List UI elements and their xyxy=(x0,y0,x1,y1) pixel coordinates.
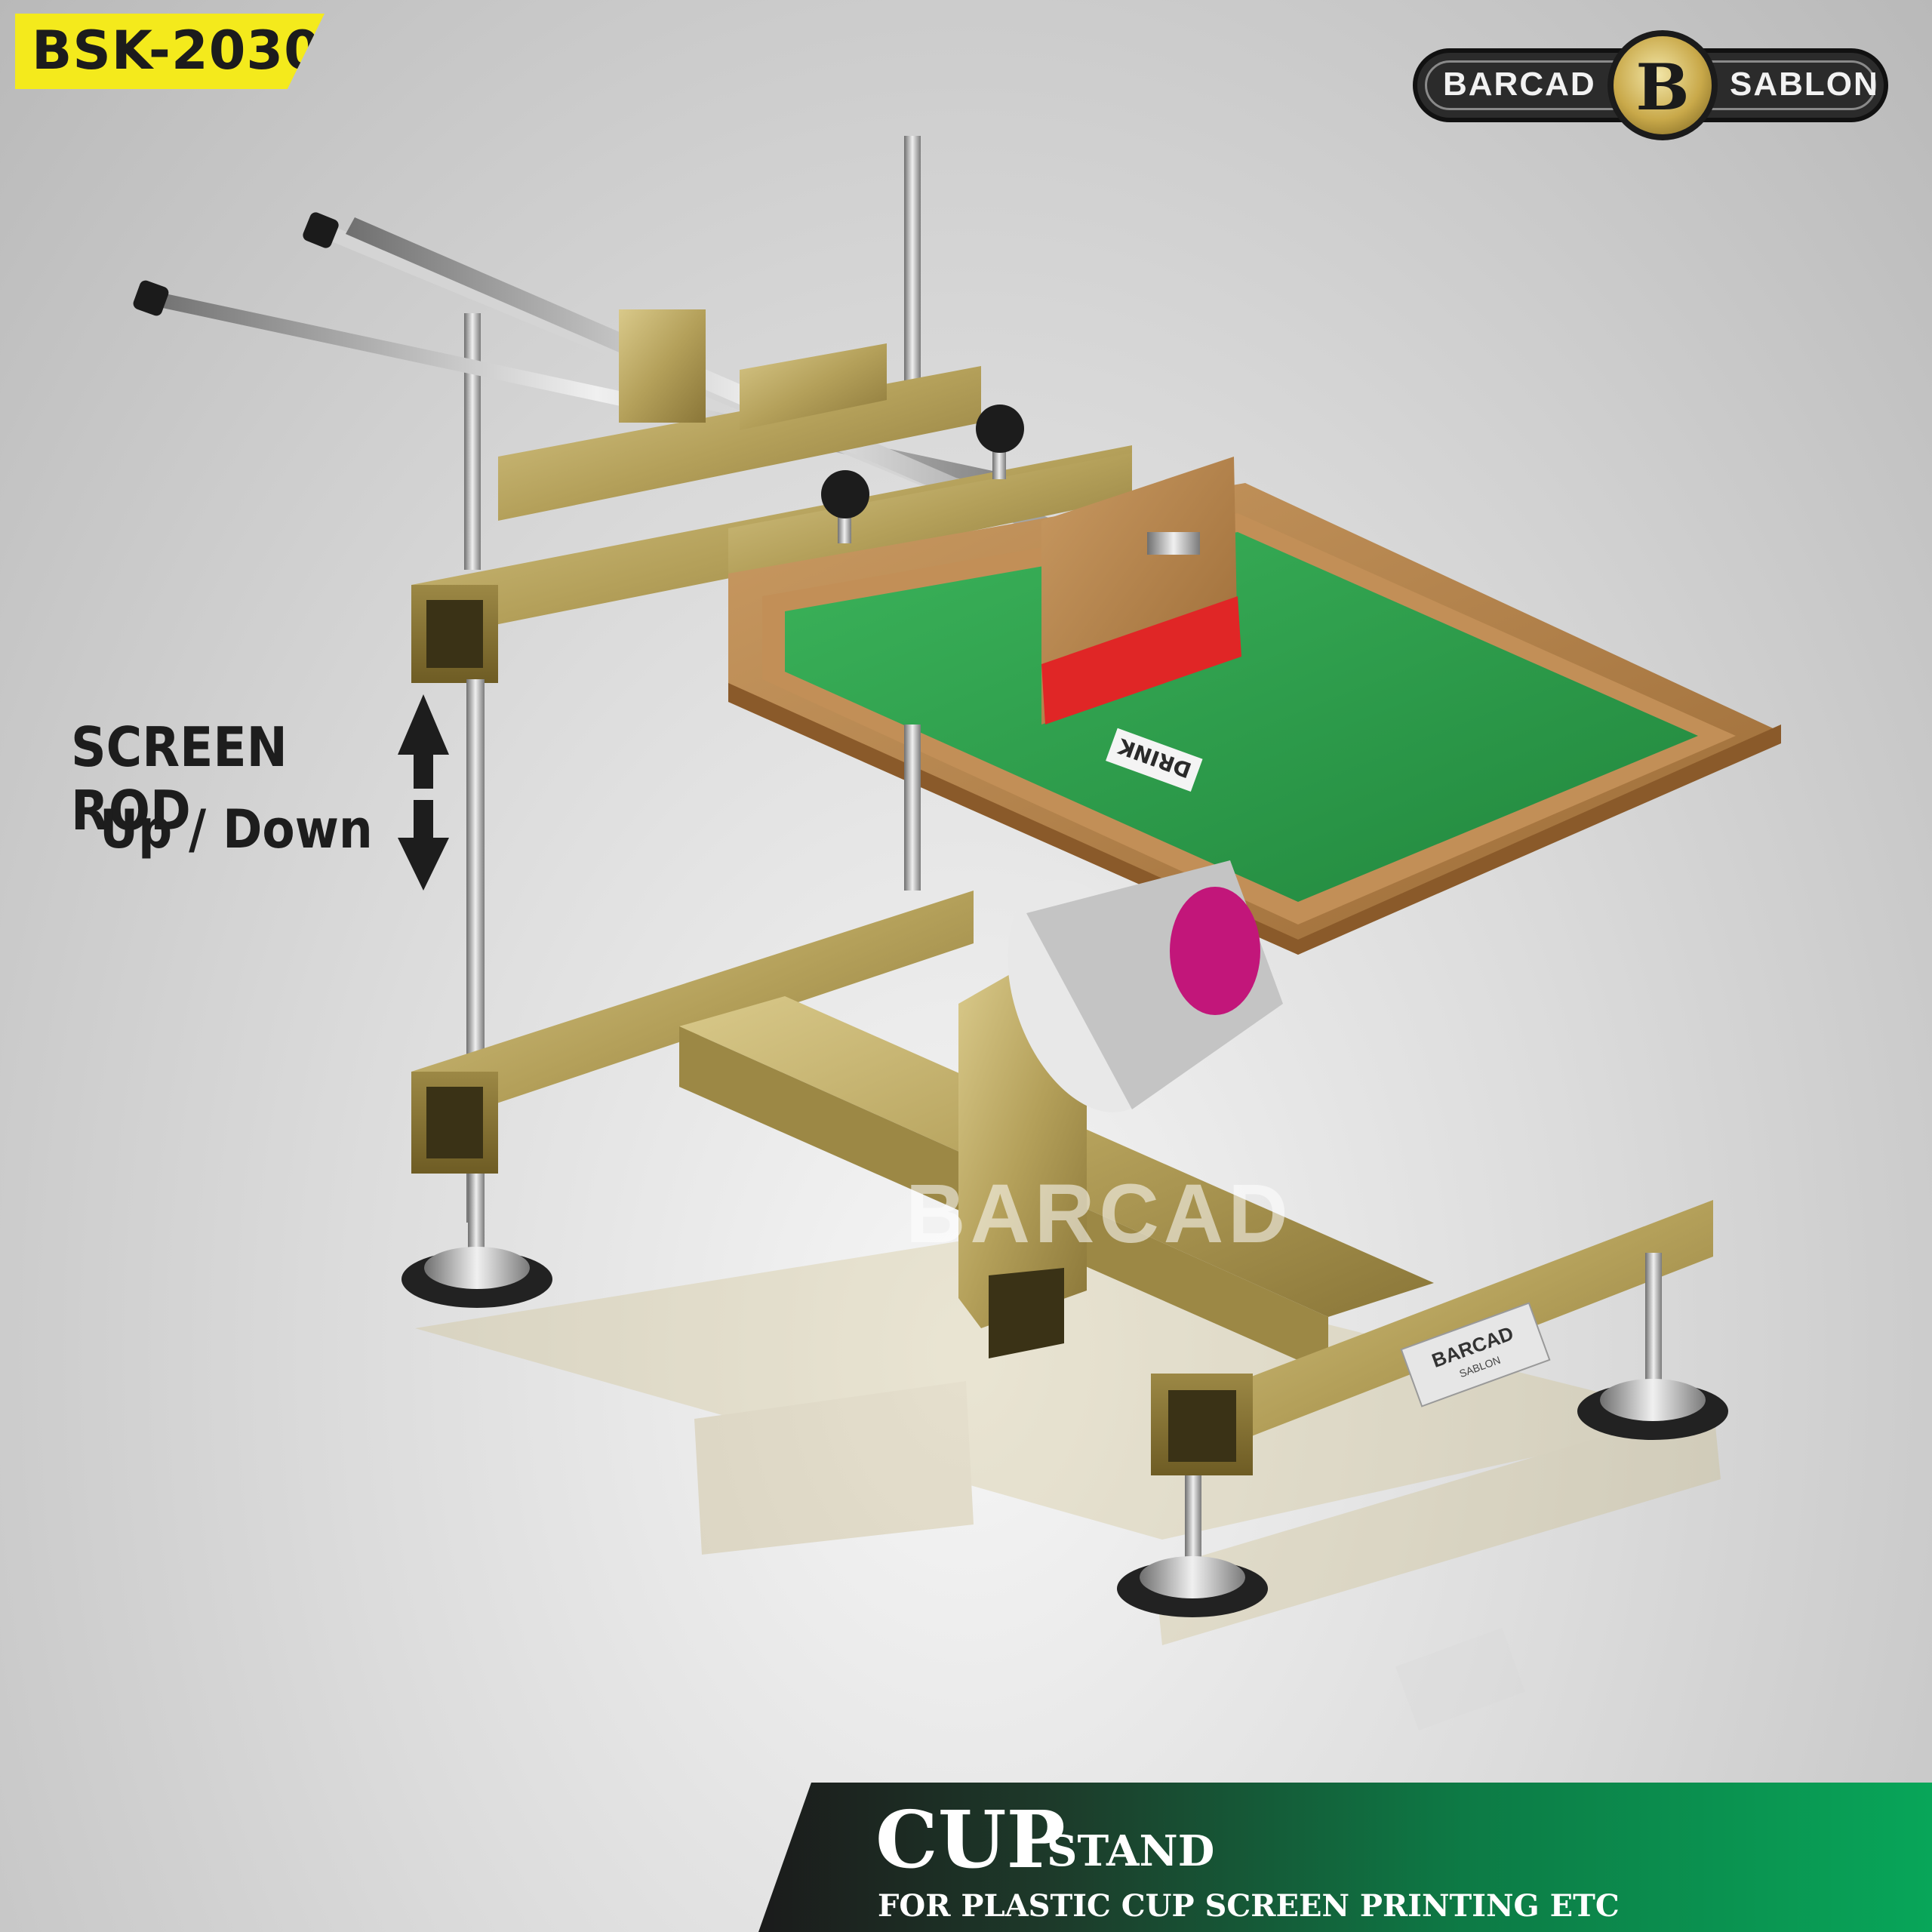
logo-emblem: B xyxy=(1607,30,1718,140)
footer-subtitle: FOR PLASTIC CUP SCREEN PRINTING ETC xyxy=(878,1888,1620,1924)
logo-text-right: SABLON xyxy=(1730,66,1879,103)
footer-title: CUP xyxy=(875,1793,1066,1886)
screen-frame: DRINK xyxy=(728,483,1781,955)
screen-mesh xyxy=(785,532,1698,902)
screen-rod-vertical-left xyxy=(466,679,485,1072)
cup-print xyxy=(1170,887,1260,1015)
rear-threaded-rod-left xyxy=(464,313,481,570)
up-down-arrow-icon xyxy=(398,694,449,891)
squeegee-blade xyxy=(1041,596,1241,724)
leveling-foot-right xyxy=(1577,1253,1728,1440)
leveling-foot-left xyxy=(401,1174,552,1308)
knob-right xyxy=(976,405,1024,479)
footer-title-suffix: STAND xyxy=(1047,1826,1215,1876)
knob-left xyxy=(821,470,869,543)
footer-banner: CUP STAND FOR PLASTIC CUP SCREEN PRINTIN… xyxy=(758,1783,1932,1932)
model-badge: BSK-2030 xyxy=(15,14,325,89)
model-code: BSK-2030 xyxy=(32,20,321,82)
brand-logo: BARCAD SABLON B xyxy=(1413,30,1891,140)
annotation-line2: Up / Down xyxy=(100,798,373,860)
rear-threaded-rod-right xyxy=(904,136,921,392)
rod-clamp-block xyxy=(619,309,706,423)
print-stencil xyxy=(1106,728,1203,792)
leveling-foot-front xyxy=(1117,1475,1268,1617)
plastic-cup xyxy=(1008,860,1283,1112)
watermark: BARCAD xyxy=(906,1168,1293,1260)
floor-reflection xyxy=(415,1238,1721,1730)
logo-text-left: BARCAD xyxy=(1443,66,1596,103)
nameplate: BARCAD SABLON xyxy=(1400,1302,1551,1407)
squeegee xyxy=(1041,457,1241,724)
screen-rod-vertical-right xyxy=(904,724,921,891)
lower-rear-bar xyxy=(411,891,974,1132)
screen-rod-annotation: SCREEN ROD Up / Down xyxy=(45,702,453,898)
annotation-line1: SCREEN ROD xyxy=(71,715,288,842)
